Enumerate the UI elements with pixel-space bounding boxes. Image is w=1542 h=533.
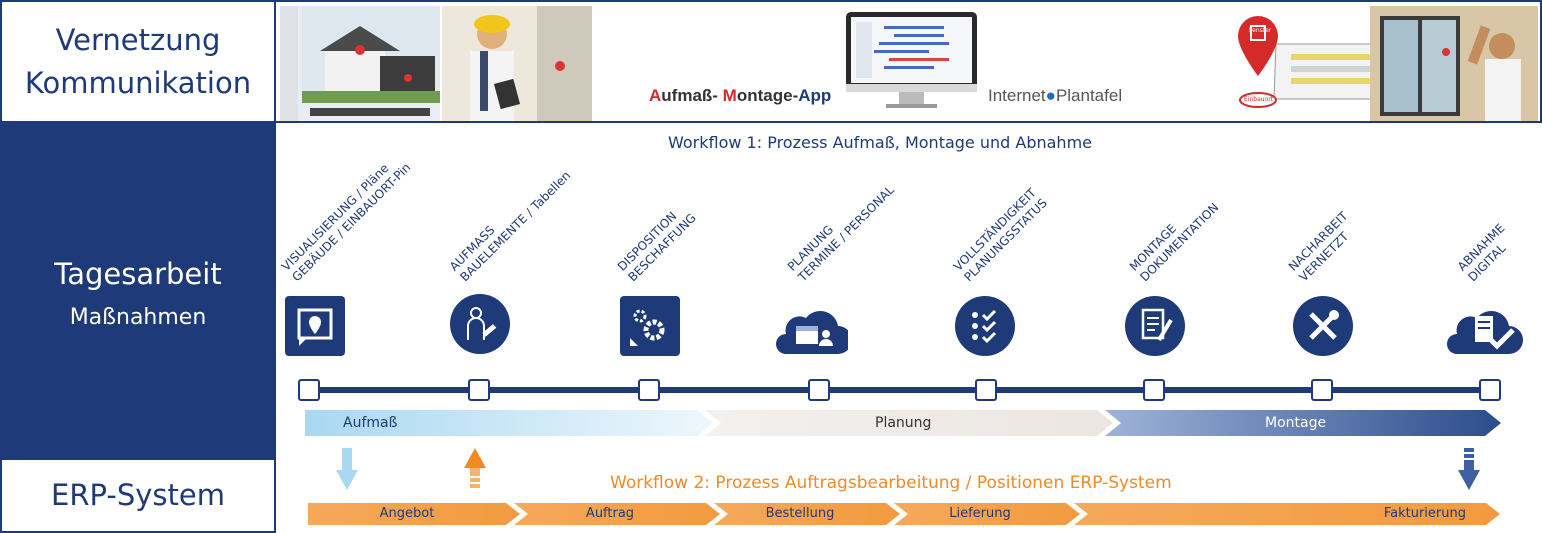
timeline-node[interactable]	[638, 379, 660, 401]
up-arrow-orange	[464, 448, 486, 488]
checklist-icon	[955, 296, 1015, 356]
row-vernetzung-subtitle: Kommunikation	[24, 65, 252, 100]
house-visualization-image	[280, 6, 440, 121]
timeline-node[interactable]	[1143, 379, 1165, 401]
erp-step-angebot: Angebot	[379, 505, 435, 521]
phase-planung-arrow	[705, 410, 1113, 436]
down-arrow-navy	[1458, 448, 1480, 490]
workflow2-title: Workflow 2: Prozess Auftragsbearbeitung …	[610, 473, 1172, 493]
row-tagesarbeit-subtitle: Maßnahmen	[69, 305, 207, 331]
timeline-node[interactable]	[468, 379, 490, 401]
einbauort-pin-text: Einbauort	[1244, 96, 1274, 103]
row-tagesarbeit-title: Tagesarbeit	[54, 256, 222, 291]
timeline-bar	[300, 387, 1500, 393]
phase-planung-label: Planung	[875, 414, 932, 431]
phase-montage-arrow	[1105, 410, 1501, 436]
phase-aufmass-arrow	[305, 410, 713, 436]
timeline-node[interactable]	[1479, 379, 1501, 401]
row-erp: ERP-System	[0, 460, 276, 533]
erp-arrows	[308, 503, 1500, 525]
calendar-cloud-icon	[776, 302, 848, 354]
erp-step-bestellung: Bestellung	[765, 505, 835, 521]
document-edit-icon	[1125, 296, 1185, 356]
row-vernetzung-title: Vernetzung	[55, 23, 221, 58]
phase-arrows	[305, 410, 1501, 436]
cloud-document-check-icon	[1447, 302, 1525, 354]
phase-aufmass-label: Aufmaß	[343, 414, 398, 431]
internet-plantafel-label: Internet●Plantafel	[988, 86, 1123, 105]
monitor-planner-image	[844, 12, 979, 112]
globe-icon: ●	[1045, 86, 1056, 105]
row-tagesarbeit: Tagesarbeit Maßnahmen	[0, 123, 276, 460]
tools-icon	[1293, 296, 1353, 356]
timeline-node[interactable]	[1311, 379, 1333, 401]
down-arrow-light-blue	[336, 448, 358, 490]
timeline-node[interactable]	[975, 379, 997, 401]
window-pin-tablet-image: Fenster Einbauort	[1236, 14, 1387, 114]
installer-window-photo	[1370, 6, 1538, 121]
erp-step-auftrag: Auftrag	[585, 505, 635, 521]
workflow1-title: Workflow 1: Prozess Aufmaß, Montage und …	[668, 133, 1092, 152]
gears-icon	[620, 296, 680, 356]
worker-tablet-photo	[442, 6, 592, 121]
person-measure-icon	[450, 294, 510, 354]
app-label: Aufmaß- Montage-App	[649, 86, 832, 105]
erp-step-lieferung: Lieferung	[949, 505, 1011, 521]
building-plan-pin-icon	[285, 296, 345, 356]
row-erp-title: ERP-System	[51, 478, 225, 513]
window-pin-text: Fenster	[1249, 27, 1272, 34]
phase-montage-label: Montage	[1265, 414, 1327, 431]
timeline-node[interactable]	[298, 379, 320, 401]
row-vernetzung: Vernetzung Kommunikation	[0, 0, 276, 123]
timeline-node[interactable]	[808, 379, 830, 401]
erp-step-fakturierung: Fakturierung	[1383, 505, 1466, 521]
top-image-strip: Aufmaß- Montage-App Internet●Plantafel	[276, 0, 1542, 123]
